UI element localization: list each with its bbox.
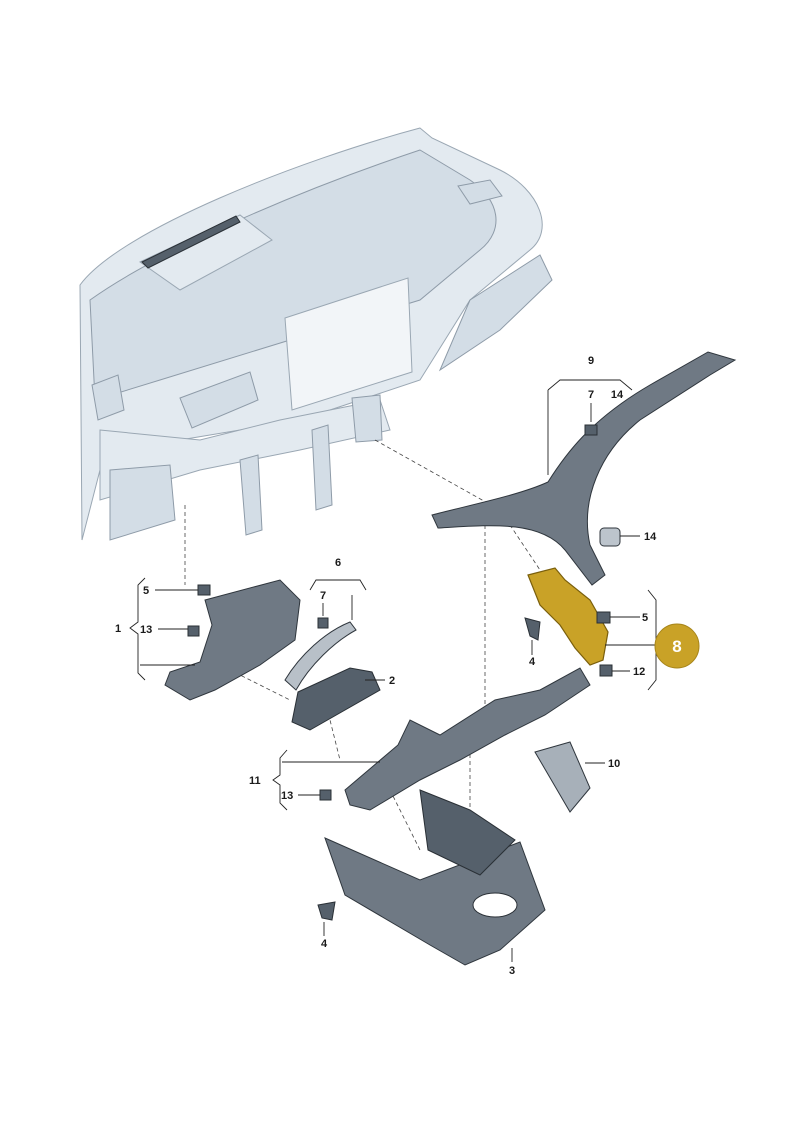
grommet-14	[599, 527, 621, 547]
callouts: 9 7 14 14 5 12 4 6 7 5 1 13 2 10 11 13 4…	[115, 355, 700, 977]
bracket-part-1	[164, 579, 301, 701]
callout-4-lower: 4	[321, 938, 328, 950]
callout-1: 1	[115, 623, 121, 635]
knee-panel-part-3	[324, 837, 546, 966]
bracket-part-8	[527, 567, 609, 666]
panel-part-2	[291, 667, 381, 731]
callout-11: 11	[249, 775, 261, 787]
screw-4-upper	[524, 617, 541, 641]
callout-5-left: 5	[143, 585, 149, 597]
leader-lines	[129, 379, 661, 962]
screw-4-lower	[317, 901, 336, 921]
clip-5-left	[197, 584, 211, 596]
callout-13-upper: 13	[140, 624, 152, 636]
callout-7-left: 7	[320, 590, 326, 602]
callout-7-top: 7	[588, 389, 594, 401]
clip-13-lower	[319, 789, 332, 801]
callout-5-right: 5	[642, 612, 648, 624]
beam-part-11	[344, 667, 591, 811]
clip-13-upper	[187, 625, 200, 637]
clip-7-left	[317, 617, 329, 629]
callout-9: 9	[588, 355, 594, 367]
dashboard-illustration	[79, 127, 553, 541]
clip-5-right	[596, 611, 611, 624]
callout-13-lower: 13	[281, 790, 293, 802]
callout-14-top: 14	[611, 389, 624, 401]
trim-part-9	[431, 351, 737, 586]
parts	[164, 351, 737, 966]
grille-insert	[419, 789, 516, 876]
trim-part-10	[534, 741, 591, 813]
callout-3: 3	[509, 965, 515, 977]
fasteners	[187, 424, 621, 921]
callout-6: 6	[335, 557, 341, 569]
clip-12	[599, 664, 613, 677]
callout-4-upper: 4	[529, 656, 536, 668]
callout-8: 8	[672, 637, 681, 656]
callout-12: 12	[633, 666, 645, 678]
callout-2: 2	[389, 675, 395, 687]
callout-10: 10	[608, 758, 620, 770]
callout-14-right: 14	[644, 531, 657, 543]
clip-7-top	[584, 424, 598, 436]
callout-8-badge[interactable]	[654, 623, 700, 669]
trim-part-6	[284, 621, 357, 691]
